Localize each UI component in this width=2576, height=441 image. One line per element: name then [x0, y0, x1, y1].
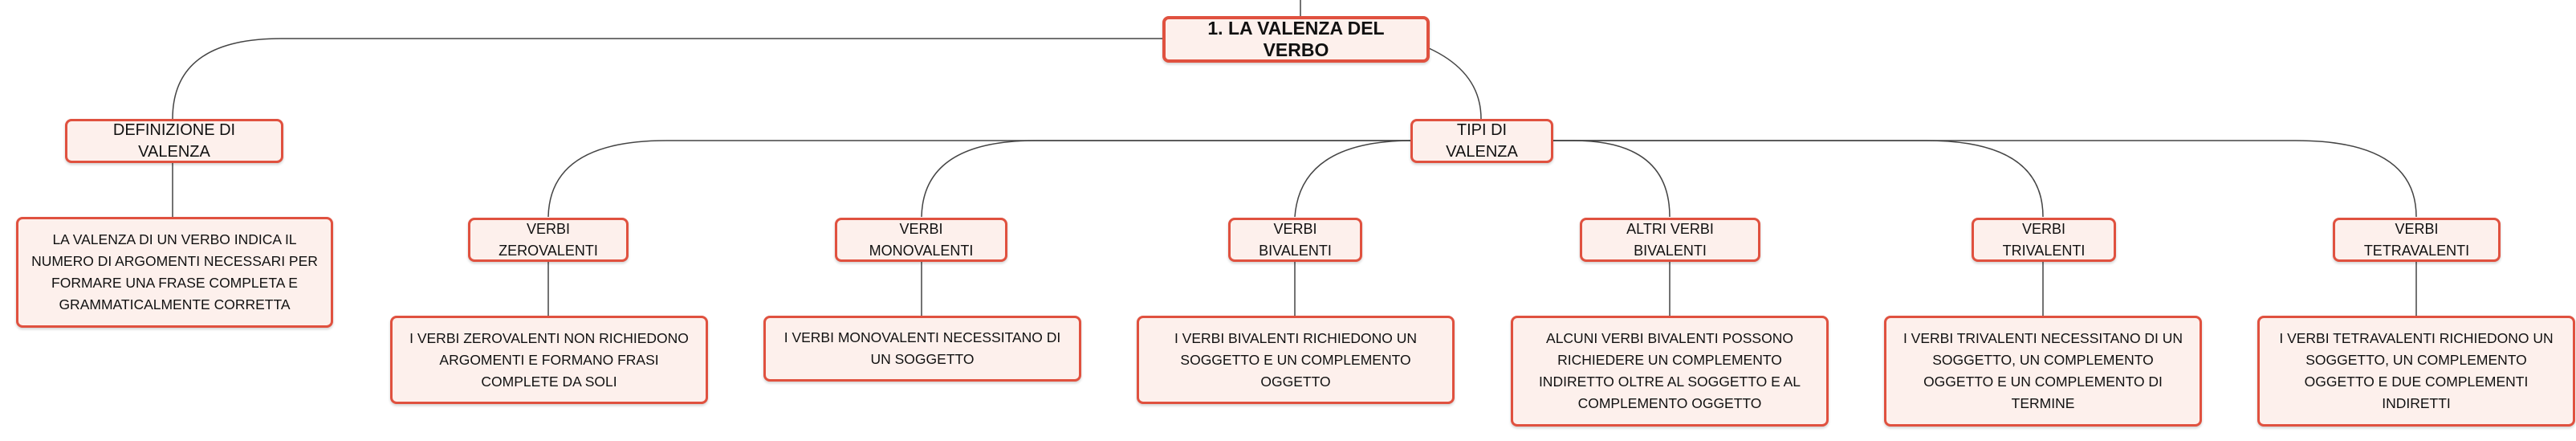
connector-tipi-tetravalenti [1551, 140, 2417, 218]
connector-tipi-altri [1551, 140, 1671, 218]
altri-bivalenti-node[interactable]: ALTRI VERBI BIVALENTI [1580, 218, 1760, 262]
monovalenti-node[interactable]: VERBI MONOVALENTI [835, 218, 1007, 262]
connector-tipi-monovalenti [921, 140, 1413, 218]
bivalenti-node[interactable]: VERBI BIVALENTI [1228, 218, 1362, 262]
trivalenti-node[interactable]: VERBI TRIVALENTI [1972, 218, 2116, 262]
connector-root-definizione [172, 38, 1164, 120]
connector-tipi-zerovalenti [547, 140, 1413, 218]
altri-bivalenti-description-node[interactable]: ALCUNI VERBI BIVALENTI POSSONO RICHIEDER… [1511, 316, 1829, 427]
tetravalenti-node[interactable]: VERBI TETRAVALENTI [2333, 218, 2501, 262]
root-node[interactable]: 1. LA VALENZA DEL VERBO [1162, 16, 1430, 63]
bivalenti-description-node[interactable]: I VERBI BIVALENTI RICHIEDONO UN SOGGETTO… [1137, 316, 1455, 404]
definizione-node[interactable]: DEFINIZIONE DI VALENZA [65, 119, 283, 163]
zerovalenti-description-node[interactable]: I VERBI ZEROVALENTI NON RICHIEDONO ARGOM… [390, 316, 708, 404]
definizione-description-node[interactable]: LA VALENZA DI UN VERBO INDICA IL NUMERO … [16, 217, 333, 328]
connector-root-tipi [1428, 47, 1482, 120]
connector-tipi-trivalenti [1551, 140, 2044, 218]
connector-tipi-bivalenti [1294, 140, 1414, 218]
monovalenti-description-node[interactable]: I VERBI MONOVALENTI NECESSITANO DI UN SO… [763, 316, 1081, 382]
zerovalenti-node[interactable]: VERBI ZEROVALENTI [468, 218, 629, 262]
tetravalenti-description-node[interactable]: I VERBI TETRAVALENTI RICHIEDONO UN SOGGE… [2257, 316, 2575, 427]
tipi-node[interactable]: TIPI DI VALENZA [1410, 119, 1553, 163]
trivalenti-description-node[interactable]: I VERBI TRIVALENTI NECESSITANO DI UN SOG… [1884, 316, 2202, 427]
